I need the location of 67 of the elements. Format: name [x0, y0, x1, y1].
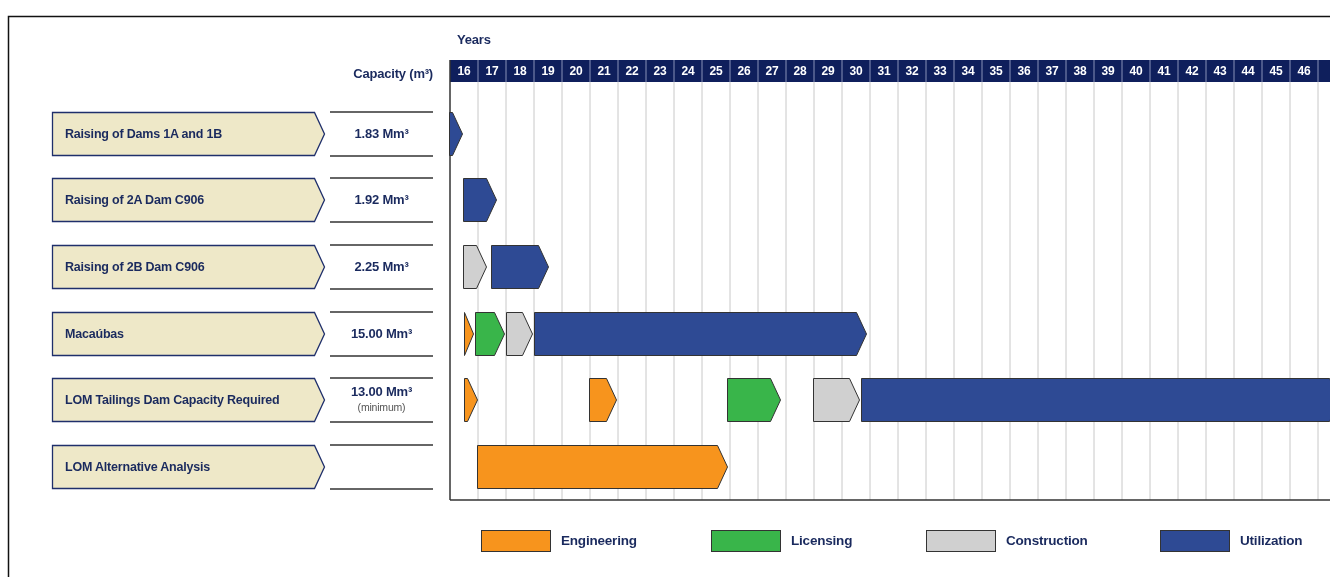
year-label: 38 [1072, 64, 1088, 78]
capacity-value: 1.92 Mm³ [353, 192, 410, 207]
legend-label: Licensing [791, 533, 853, 548]
year-label: 35 [988, 64, 1004, 78]
row-label-tag [52, 445, 325, 489]
gantt-bar [861, 378, 1330, 422]
gantt-bar [464, 378, 478, 422]
year-label: 18 [512, 64, 528, 78]
gantt-bar [463, 245, 487, 289]
year-label: 27 [764, 64, 780, 78]
legend-label: Engineering [561, 533, 637, 548]
capacity-value: 1.83 Mm³ [353, 126, 410, 141]
legend-label: Utilization [1240, 533, 1303, 548]
year-label: 30 [848, 64, 864, 78]
year-label: 46 [1296, 64, 1312, 78]
capacity-value: 2.25 Mm³ [353, 259, 410, 274]
row-title: LOM Tailings Dam Capacity Required [64, 392, 280, 409]
year-label: 24 [680, 64, 696, 78]
capacity-value: 13.00 Mm³ [349, 384, 414, 399]
axis-title: Years [457, 32, 492, 47]
gantt-bar [491, 245, 549, 289]
row-title: LOM Alternative Analysis [64, 459, 210, 476]
gantt-bar [727, 378, 781, 422]
year-label: 40 [1128, 64, 1144, 78]
year-label: 42 [1184, 64, 1200, 78]
gantt-bar [449, 112, 463, 156]
row-label-tag [52, 378, 325, 422]
row-title: Macaúbas [64, 326, 124, 343]
year-label: 16 [456, 64, 472, 78]
year-label: 39 [1100, 64, 1116, 78]
row-title: Raising of 2A Dam C906 [64, 192, 204, 209]
year-label: 33 [932, 64, 948, 78]
year-label: 41 [1156, 64, 1172, 78]
year-label: 32 [904, 64, 920, 78]
row-label-tag [52, 245, 325, 289]
capacity-value: 15.00 Mm³ [349, 326, 414, 341]
year-label: 26 [736, 64, 752, 78]
year-label: 31 [876, 64, 892, 78]
gantt-bar [475, 312, 505, 356]
year-label: 37 [1044, 64, 1060, 78]
year-label: 21 [596, 64, 612, 78]
gantt-bar [813, 378, 860, 422]
year-label: 22 [624, 64, 640, 78]
capacity-note: (minimum) [356, 401, 407, 413]
gantt-bar [463, 178, 497, 222]
gantt-bar [534, 312, 867, 356]
gantt-bar [589, 378, 617, 422]
year-label: 23 [652, 64, 668, 78]
gantt-bar [477, 445, 728, 489]
year-label: 34 [960, 64, 976, 78]
row-label-tag [52, 112, 325, 156]
year-label: 36 [1016, 64, 1032, 78]
row-label-tag [52, 178, 325, 222]
row-title: Raising of 2B Dam C906 [64, 259, 205, 276]
year-label: 20 [568, 64, 584, 78]
year-label: 17 [484, 64, 500, 78]
year-label: 29 [820, 64, 836, 78]
year-label: 19 [540, 64, 556, 78]
legend-label: Construction [1006, 533, 1088, 548]
row-title: Raising of Dams 1A and 1B [64, 126, 223, 143]
row-label-tag [52, 312, 325, 356]
year-label: 44 [1240, 64, 1256, 78]
column-header: Capacity (m³) [352, 66, 433, 81]
year-label: 25 [708, 64, 724, 78]
year-label: 43 [1212, 64, 1228, 78]
year-label: 45 [1268, 64, 1284, 78]
year-label: 28 [792, 64, 808, 78]
